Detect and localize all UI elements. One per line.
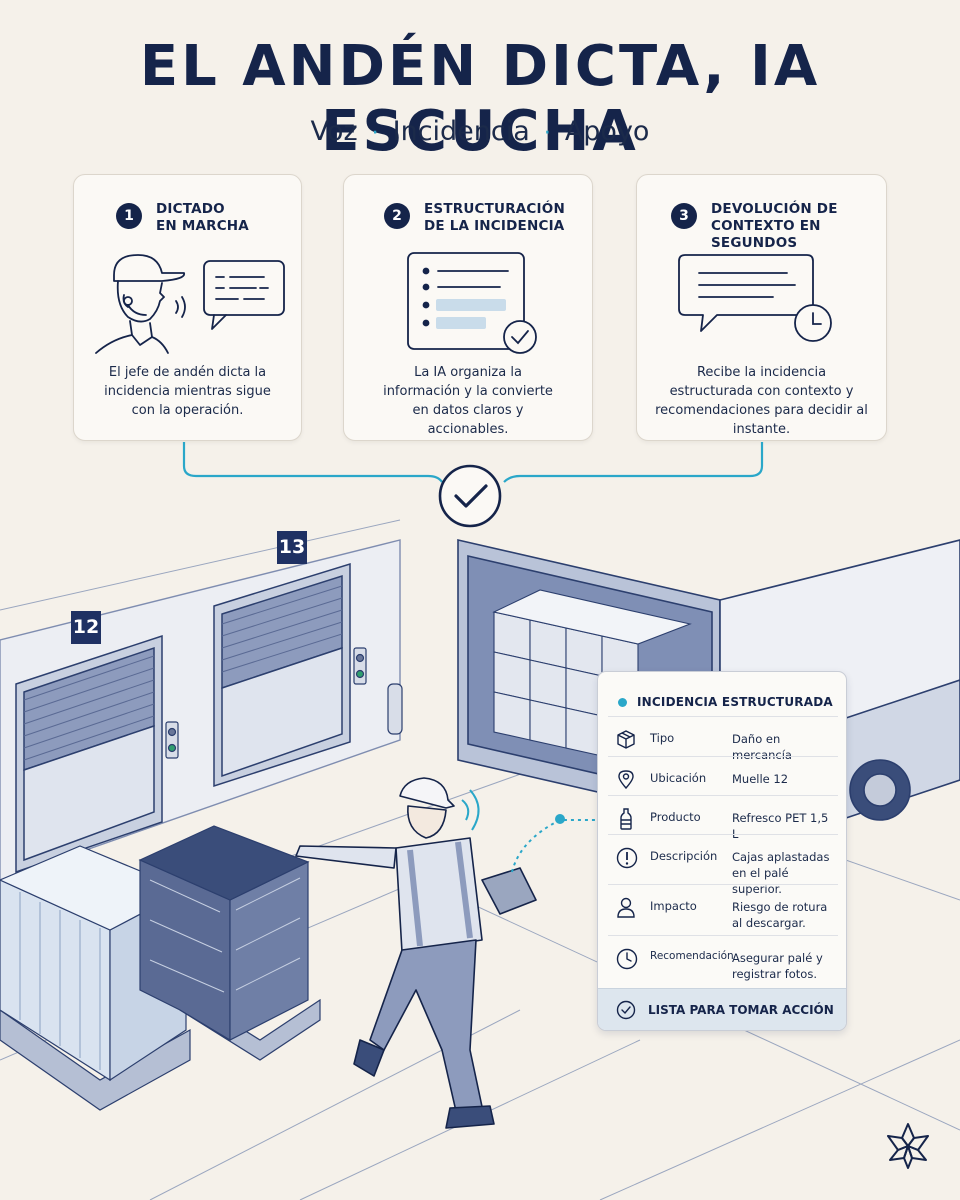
- step-title-line: EN MARCHA: [156, 218, 249, 234]
- step-title-line: ESTRUCTURACIÓN: [424, 201, 565, 217]
- structured-list-check-icon: [407, 252, 537, 354]
- step-title-line: CONTEXTO EN SEGUNDOS: [711, 218, 821, 251]
- check-circle-icon: [616, 1000, 636, 1019]
- row-value: Daño en mercancía: [732, 732, 792, 762]
- row-value: Cajas aplastadas en el palé superior.: [732, 850, 830, 896]
- dock-number-12: 12: [71, 611, 101, 644]
- row-label: Impacto: [650, 899, 697, 913]
- person-icon: [617, 897, 635, 918]
- bottle-icon: [620, 808, 632, 830]
- row-value: Riesgo de rotura al descargar.: [732, 900, 828, 930]
- step-title-line: DE LA INCIDENCIA: [424, 218, 565, 234]
- step-description: El jefe de andén dicta la incidencia mie…: [104, 365, 271, 418]
- row-label: Ubicación: [650, 771, 707, 785]
- flower-logo-icon: [887, 1123, 929, 1169]
- box-icon: [617, 730, 635, 749]
- ready-action-footer: LISTA PARA TOMAR ACCIÓN: [598, 988, 846, 1030]
- subtitle-voz: Voz: [310, 116, 358, 147]
- warehouse-dock-scene: [0, 519, 960, 1200]
- incident-row-ubicacion: Ubicación Muelle 12: [608, 756, 838, 795]
- step-card-2: 2 ESTRUCTURACIÓN DE LA INCIDENCIA La IA …: [343, 174, 593, 441]
- row-label: Recomendación: [650, 950, 734, 962]
- clock-icon: [616, 948, 638, 970]
- subtitle-separator: ·: [371, 121, 379, 146]
- incident-panel-title: INCIDENCIA ESTRUCTURADA: [637, 695, 833, 709]
- step-number: 3: [671, 203, 697, 229]
- location-pin-icon: [618, 770, 634, 789]
- step-number: 2: [384, 203, 410, 229]
- step-card-3: 3 DEVOLUCIÓN DE CONTEXTO EN SEGUNDOS Rec…: [636, 174, 887, 441]
- step-number: 1: [116, 203, 142, 229]
- row-label: Tipo: [650, 731, 675, 745]
- step-description: Recibe la incidencia estructurada con co…: [655, 365, 868, 437]
- step-title: DEVOLUCIÓN DE CONTEXTO EN SEGUNDOS: [711, 201, 901, 252]
- subtitle-apoyo: Apoyo: [564, 116, 650, 147]
- alert-icon: [616, 847, 638, 869]
- step-title: DICTADO EN MARCHA: [156, 201, 346, 235]
- incident-row-impacto: Impacto Riesgo de rotura al descargar.: [608, 884, 838, 935]
- incident-row-producto: Producto Refresco PET 1,5 L: [608, 795, 838, 841]
- check-circle-icon: [438, 464, 502, 528]
- step-title: ESTRUCTURACIÓN DE LA INCIDENCIA: [424, 201, 614, 235]
- row-label: Descripción: [650, 849, 718, 863]
- worker-headset-speech-icon: [95, 254, 285, 354]
- step-card-1: 1 DICTADO EN MARCHA El jefe de andén dic…: [73, 174, 302, 441]
- footer-label: LISTA PARA TOMAR ACCIÓN: [648, 1002, 834, 1017]
- message-clock-icon: [678, 254, 832, 342]
- row-value: Asegurar palé y registrar fotos.: [732, 951, 823, 981]
- status-dot: [618, 697, 627, 707]
- step-title-line: DEVOLUCIÓN DE: [711, 201, 838, 217]
- dock-number-13: 13: [277, 531, 307, 564]
- subtitle: Voz · Incidencia · Apoyo: [0, 116, 960, 147]
- incident-row-recomendacion: Recomendación Asegurar palé y registrar …: [608, 935, 838, 989]
- flow-connector: [182, 442, 764, 528]
- row-label: Producto: [650, 810, 701, 824]
- subtitle-separator: ·: [543, 121, 551, 146]
- step-description: La IA organiza la información y la convi…: [383, 365, 553, 437]
- page-title: EL ANDÉN DICTA, IA ESCUCHA: [139, 34, 821, 164]
- incident-panel: INCIDENCIA ESTRUCTURADA Tipo Daño en mer…: [597, 671, 847, 1031]
- step-title-line: DICTADO: [156, 201, 225, 217]
- subtitle-incidencia: Incidencia: [392, 116, 530, 147]
- row-value: Muelle 12: [732, 772, 789, 786]
- incident-panel-header: INCIDENCIA ESTRUCTURADA: [598, 672, 846, 716]
- incident-row-tipo: Tipo Daño en mercancía: [608, 716, 838, 762]
- incident-row-descripcion: Descripción Cajas aplastadas en el palé …: [608, 834, 838, 896]
